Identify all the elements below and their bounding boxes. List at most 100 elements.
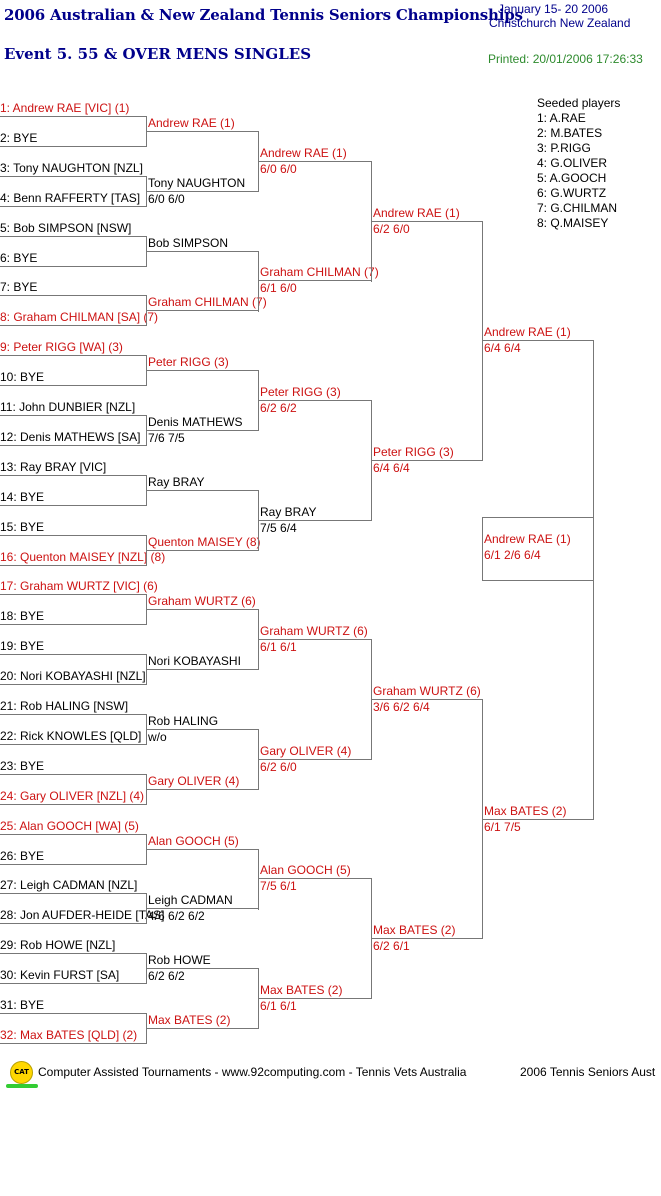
round2-winner: Tony NAUGHTON [148, 176, 246, 190]
round1-line [0, 415, 147, 416]
round5-score: 6/4 6/4 [484, 341, 521, 355]
final-box-line [482, 580, 594, 581]
round1-player: 6: BYE [0, 251, 38, 265]
footer-credits: Computer Assisted Tournaments - www.92co… [38, 1065, 467, 1079]
round1-line [0, 535, 147, 536]
round3-line [258, 878, 372, 879]
logo-underline [6, 1084, 38, 1088]
round1-player: 26: BYE [0, 849, 45, 863]
round1-line [0, 505, 147, 506]
round2-winner: Gary OLIVER (4) [148, 774, 240, 788]
round3-score: 6/2 6/0 [260, 760, 297, 774]
seed-item: 8: Q.MAISEY [537, 216, 609, 230]
round1-player: 5: Bob SIMPSON [NSW] [0, 221, 132, 235]
round4-score: 6/2 6/0 [373, 222, 410, 236]
round2-line [146, 849, 259, 850]
round1-line [0, 325, 147, 326]
round4-score: 6/2 6/1 [373, 939, 410, 953]
round2-winner: Denis MATHEWS [148, 415, 243, 429]
round2-score: 6/0 6/0 [148, 192, 185, 206]
round1-line [0, 1043, 147, 1044]
round3-winner: Andrew RAE (1) [260, 146, 347, 160]
round1-player: 17: Graham WURTZ [VIC] (6) [0, 579, 158, 593]
round1-line [0, 684, 147, 685]
round3-score: 6/1 6/1 [260, 640, 297, 654]
round3-score: 7/5 6/1 [260, 879, 297, 893]
round2-winner: Quenton MAISEY (8) [148, 535, 261, 549]
round2-line [146, 191, 259, 192]
round2-winner: Peter RIGG (3) [148, 355, 229, 369]
round1-player: 10: BYE [0, 370, 45, 384]
round2-line [146, 251, 259, 252]
seed-item: 5: A.GOOCH [537, 171, 607, 185]
round2-line [146, 310, 259, 311]
round1-player: 28: Jon AUFDER-HEIDE [TAS] [0, 908, 165, 922]
round4-winner: Max BATES (2) [373, 923, 456, 937]
round2-line [146, 1028, 259, 1029]
round1-player: 24: Gary OLIVER [NZL] (4) [0, 789, 145, 803]
round5-winner: Max BATES (2) [484, 804, 567, 818]
round3-line [258, 161, 372, 162]
round1-player: 15: BYE [0, 520, 45, 534]
final-box-line [482, 517, 483, 581]
round1-player: 4: Benn RAFFERTY [TAS] [0, 191, 141, 205]
round3-winner: Alan GOOCH (5) [260, 863, 351, 877]
round2-score: 6/2 6/2 [148, 969, 185, 983]
round1-player: 19: BYE [0, 639, 45, 653]
round1-line [0, 1013, 147, 1014]
round3-score: 6/1 6/0 [260, 281, 297, 295]
round2-line [146, 430, 259, 431]
round2-line [146, 131, 259, 132]
round1-line [0, 744, 147, 745]
round1-player: 31: BYE [0, 998, 45, 1012]
round1-player: 7: BYE [0, 280, 38, 294]
round1-player: 29: Rob HOWE [NZL] [0, 938, 116, 952]
round2-winner: Rob HOWE [148, 953, 211, 967]
round1-line [0, 594, 147, 595]
round1-line [0, 983, 147, 984]
bracket-connector [258, 849, 259, 910]
round3-score: 6/1 6/1 [260, 999, 297, 1013]
round5-score: 6/1 7/5 [484, 820, 521, 834]
round1-line [0, 445, 147, 446]
round1-player: 3: Tony NAUGHTON [NZL] [0, 161, 143, 175]
round2-winner: Ray BRAY [148, 475, 205, 489]
round2-line [146, 490, 259, 491]
round3-score: 6/0 6/0 [260, 162, 297, 176]
round2-winner: Leigh CADMAN [148, 893, 233, 907]
seeded-players-list: Seeded players 1: A.RAE 2: M.BATES 3: P.… [537, 96, 620, 231]
seed-item: 1: A.RAE [537, 111, 586, 125]
round1-player: 21: Rob HALING [NSW] [0, 699, 129, 713]
event-title: Event 5. 55 & OVER MENS SINGLES [4, 45, 312, 63]
round4-line [371, 221, 483, 222]
round3-winner: Peter RIGG (3) [260, 385, 341, 399]
round5-line [482, 340, 594, 341]
round3-winner: Max BATES (2) [260, 983, 343, 997]
round2-line [146, 729, 259, 730]
round1-player: 25: Alan GOOCH [WA] (5) [0, 819, 139, 833]
round1-line [0, 923, 147, 924]
round2-line [146, 968, 259, 969]
round2-line [146, 908, 259, 909]
round1-line [0, 774, 147, 775]
round1-line [0, 565, 147, 566]
seed-item: 7: G.CHILMAN [537, 201, 618, 215]
round1-line [0, 236, 147, 237]
round1-line [0, 864, 147, 865]
round2-score: 7/6 7/5 [148, 431, 185, 445]
round4-line [371, 699, 483, 700]
tournament-location: Christchurch New Zealand [489, 16, 631, 30]
round2-winner: Nori KOBAYASHI [148, 654, 241, 668]
bracket-connector [482, 221, 483, 461]
round4-line [371, 938, 483, 939]
round3-line [258, 400, 372, 401]
round1-line [0, 893, 147, 894]
round1-player: 16: Quenton MAISEY [NZL] (8) [0, 550, 166, 564]
round4-score: 3/6 6/2 6/4 [373, 700, 430, 714]
round3-score: 6/2 6/2 [260, 401, 297, 415]
round2-score: 4/6 6/2 6/2 [148, 909, 205, 923]
seed-item: 3: P.RIGG [537, 141, 591, 155]
seed-item: 6: G.WURTZ [537, 186, 607, 200]
round3-winner: Gary OLIVER (4) [260, 744, 352, 758]
round1-player: 30: Kevin FURST [SA] [0, 968, 120, 982]
